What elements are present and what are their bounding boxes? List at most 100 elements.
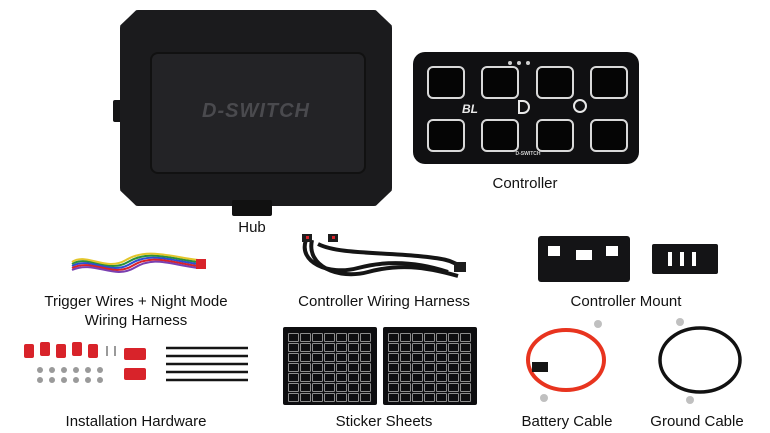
controller-harness-label: Controller Wiring Harness <box>298 293 470 310</box>
sticker-icon <box>324 353 335 362</box>
sticker-icon <box>448 363 459 372</box>
controller-brand-text: D-SWITCH <box>515 151 541 157</box>
sticker-icon <box>336 343 347 352</box>
controller-button-2 <box>481 66 519 99</box>
sticker-icon <box>336 353 347 362</box>
sticker-icon <box>400 343 411 352</box>
sticker-icon <box>288 353 299 362</box>
sticker-icon <box>360 383 371 392</box>
trigger-wires-label-line1: Trigger Wires + Night Mode <box>44 293 228 310</box>
sticker-icon <box>336 363 347 372</box>
sticker-icon <box>288 383 299 392</box>
sticker-icon <box>336 373 347 382</box>
sticker-icon <box>424 383 435 392</box>
trigger-wires-label: Trigger Wires + Night Mode Wiring Harnes… <box>28 292 244 330</box>
controller-button-8 <box>590 119 628 152</box>
bracket-slot-3 <box>692 252 696 266</box>
sticker-icon <box>360 353 371 362</box>
controller-mount-bracket-image <box>652 244 718 274</box>
sticker-icon <box>448 353 459 362</box>
controller-led-3 <box>526 61 530 65</box>
sticker-icon <box>412 353 423 362</box>
sticker-icon <box>312 383 323 392</box>
sticker-icon <box>348 373 359 382</box>
sticker-icon <box>460 343 471 352</box>
sticker-icon <box>436 393 447 402</box>
sticker-icon <box>388 383 399 392</box>
sticker-icon <box>448 383 459 392</box>
sticker-icon <box>312 333 323 342</box>
controller-mount-label: Controller Mount <box>570 293 682 310</box>
sticker-icon <box>288 343 299 352</box>
sticker-icon <box>336 333 347 342</box>
controller-button-3 <box>536 66 574 99</box>
sticker-icon <box>412 383 423 392</box>
sticker-icon <box>388 343 399 352</box>
sticker-icon <box>300 343 311 352</box>
sticker-icon <box>460 363 471 372</box>
hub-logo: D-SWITCH <box>202 100 310 122</box>
controller-d-logo-icon <box>518 100 530 114</box>
sticker-icon <box>348 343 359 352</box>
sticker-icon <box>300 353 311 362</box>
battery-cable-label: Battery Cable <box>521 413 613 430</box>
bracket-slot-2 <box>680 252 684 266</box>
sticker-icon <box>360 393 371 402</box>
sticker-icon <box>412 343 423 352</box>
hub-label: Hub <box>238 219 266 236</box>
sticker-icon <box>448 393 459 402</box>
sticker-icon <box>436 333 447 342</box>
sticker-icon <box>324 393 335 402</box>
sticker-icon <box>324 333 335 342</box>
controller-led-2 <box>517 61 521 65</box>
sticker-icon <box>388 393 399 402</box>
sticker-icon <box>288 363 299 372</box>
battery-cable-image <box>526 320 606 402</box>
sticker-icon <box>324 383 335 392</box>
sticker-icon <box>324 343 335 352</box>
installation-hardware-label: Installation Hardware <box>65 413 207 430</box>
mount-slot-1 <box>548 246 560 256</box>
sticker-icon <box>348 383 359 392</box>
sticker-icon <box>300 333 311 342</box>
sticker-icon <box>388 353 399 362</box>
sticker-icon <box>412 363 423 372</box>
bracket-slot-1 <box>668 252 672 266</box>
sticker-icon <box>424 393 435 402</box>
sticker-icon <box>388 333 399 342</box>
controller-button-1 <box>427 66 465 99</box>
sticker-icon <box>300 393 311 402</box>
sticker-icon <box>348 353 359 362</box>
sticker-icon <box>460 333 471 342</box>
sticker-icon <box>388 363 399 372</box>
sticker-icon <box>436 353 447 362</box>
sticker-icon <box>424 363 435 372</box>
sticker-icon <box>324 363 335 372</box>
sticker-icon <box>300 363 311 372</box>
sticker-icon <box>460 353 471 362</box>
controller-led-1 <box>508 61 512 65</box>
sticker-icon <box>336 383 347 392</box>
sticker-icon <box>448 343 459 352</box>
sticker-icon <box>400 363 411 372</box>
sticker-icon <box>324 373 335 382</box>
ground-cable-image <box>658 318 742 404</box>
sticker-icon <box>412 333 423 342</box>
mount-slot-3 <box>606 246 618 256</box>
sticker-icon <box>312 353 323 362</box>
controller-harness-image <box>302 234 466 278</box>
sticker-icon <box>300 383 311 392</box>
installation-hardware-image <box>24 342 248 383</box>
sticker-icon <box>312 343 323 352</box>
hub-mount-tab-left <box>113 100 123 122</box>
sticker-icon <box>388 373 399 382</box>
sticker-icon <box>360 373 371 382</box>
hub-connector <box>232 200 272 216</box>
sticker-icon <box>400 333 411 342</box>
sticker-icon <box>360 333 371 342</box>
sticker-icon <box>336 393 347 402</box>
mount-slot-2 <box>576 250 592 260</box>
sticker-icon <box>400 383 411 392</box>
sticker-icon <box>288 333 299 342</box>
controller-button-5 <box>427 119 465 152</box>
